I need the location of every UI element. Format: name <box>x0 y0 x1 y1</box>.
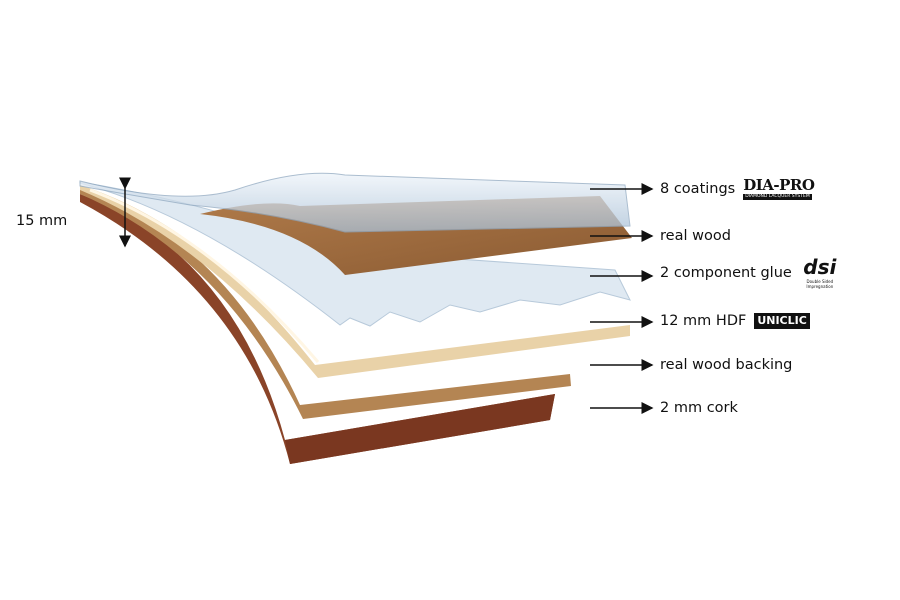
hdf-label: 12 mm HDF <box>660 313 747 329</box>
uniclic-logo: UNICLIC <box>754 313 810 329</box>
glue-row: 2 component glue dsi Double Sided Impreg… <box>660 255 840 290</box>
dsi-logo-sub: Double Sided Impregnation <box>806 279 834 289</box>
dsi-logo: dsi Double Sided Impregnation <box>800 255 840 290</box>
cork-front <box>285 394 555 464</box>
cork-label: 2 mm cork <box>660 400 738 416</box>
dia-pro-logo: DIA-PRO DIAMOND LACQUER SYSTEM <box>743 176 815 200</box>
backing-label: real wood backing <box>660 357 793 373</box>
label-arrows <box>590 183 654 414</box>
thickness-label: 15 mm <box>16 213 68 229</box>
coating-layer <box>79 172 631 233</box>
dsi-logo-text: dsi <box>803 255 837 279</box>
coatings-label: 8 coatings <box>660 180 736 197</box>
coatings-row: 8 coatings DIA-PRO DIAMOND LACQUER SYSTE… <box>660 176 815 200</box>
hdf-row: 12 mm HDF UNICLIC <box>660 312 810 330</box>
dia-pro-logo-sub: DIAMOND LACQUER SYSTEM <box>743 194 812 200</box>
real-wood-label: real wood <box>660 228 731 244</box>
glue-label: 2 component glue <box>660 264 792 281</box>
dia-pro-logo-text: DIA-PRO <box>743 176 815 194</box>
